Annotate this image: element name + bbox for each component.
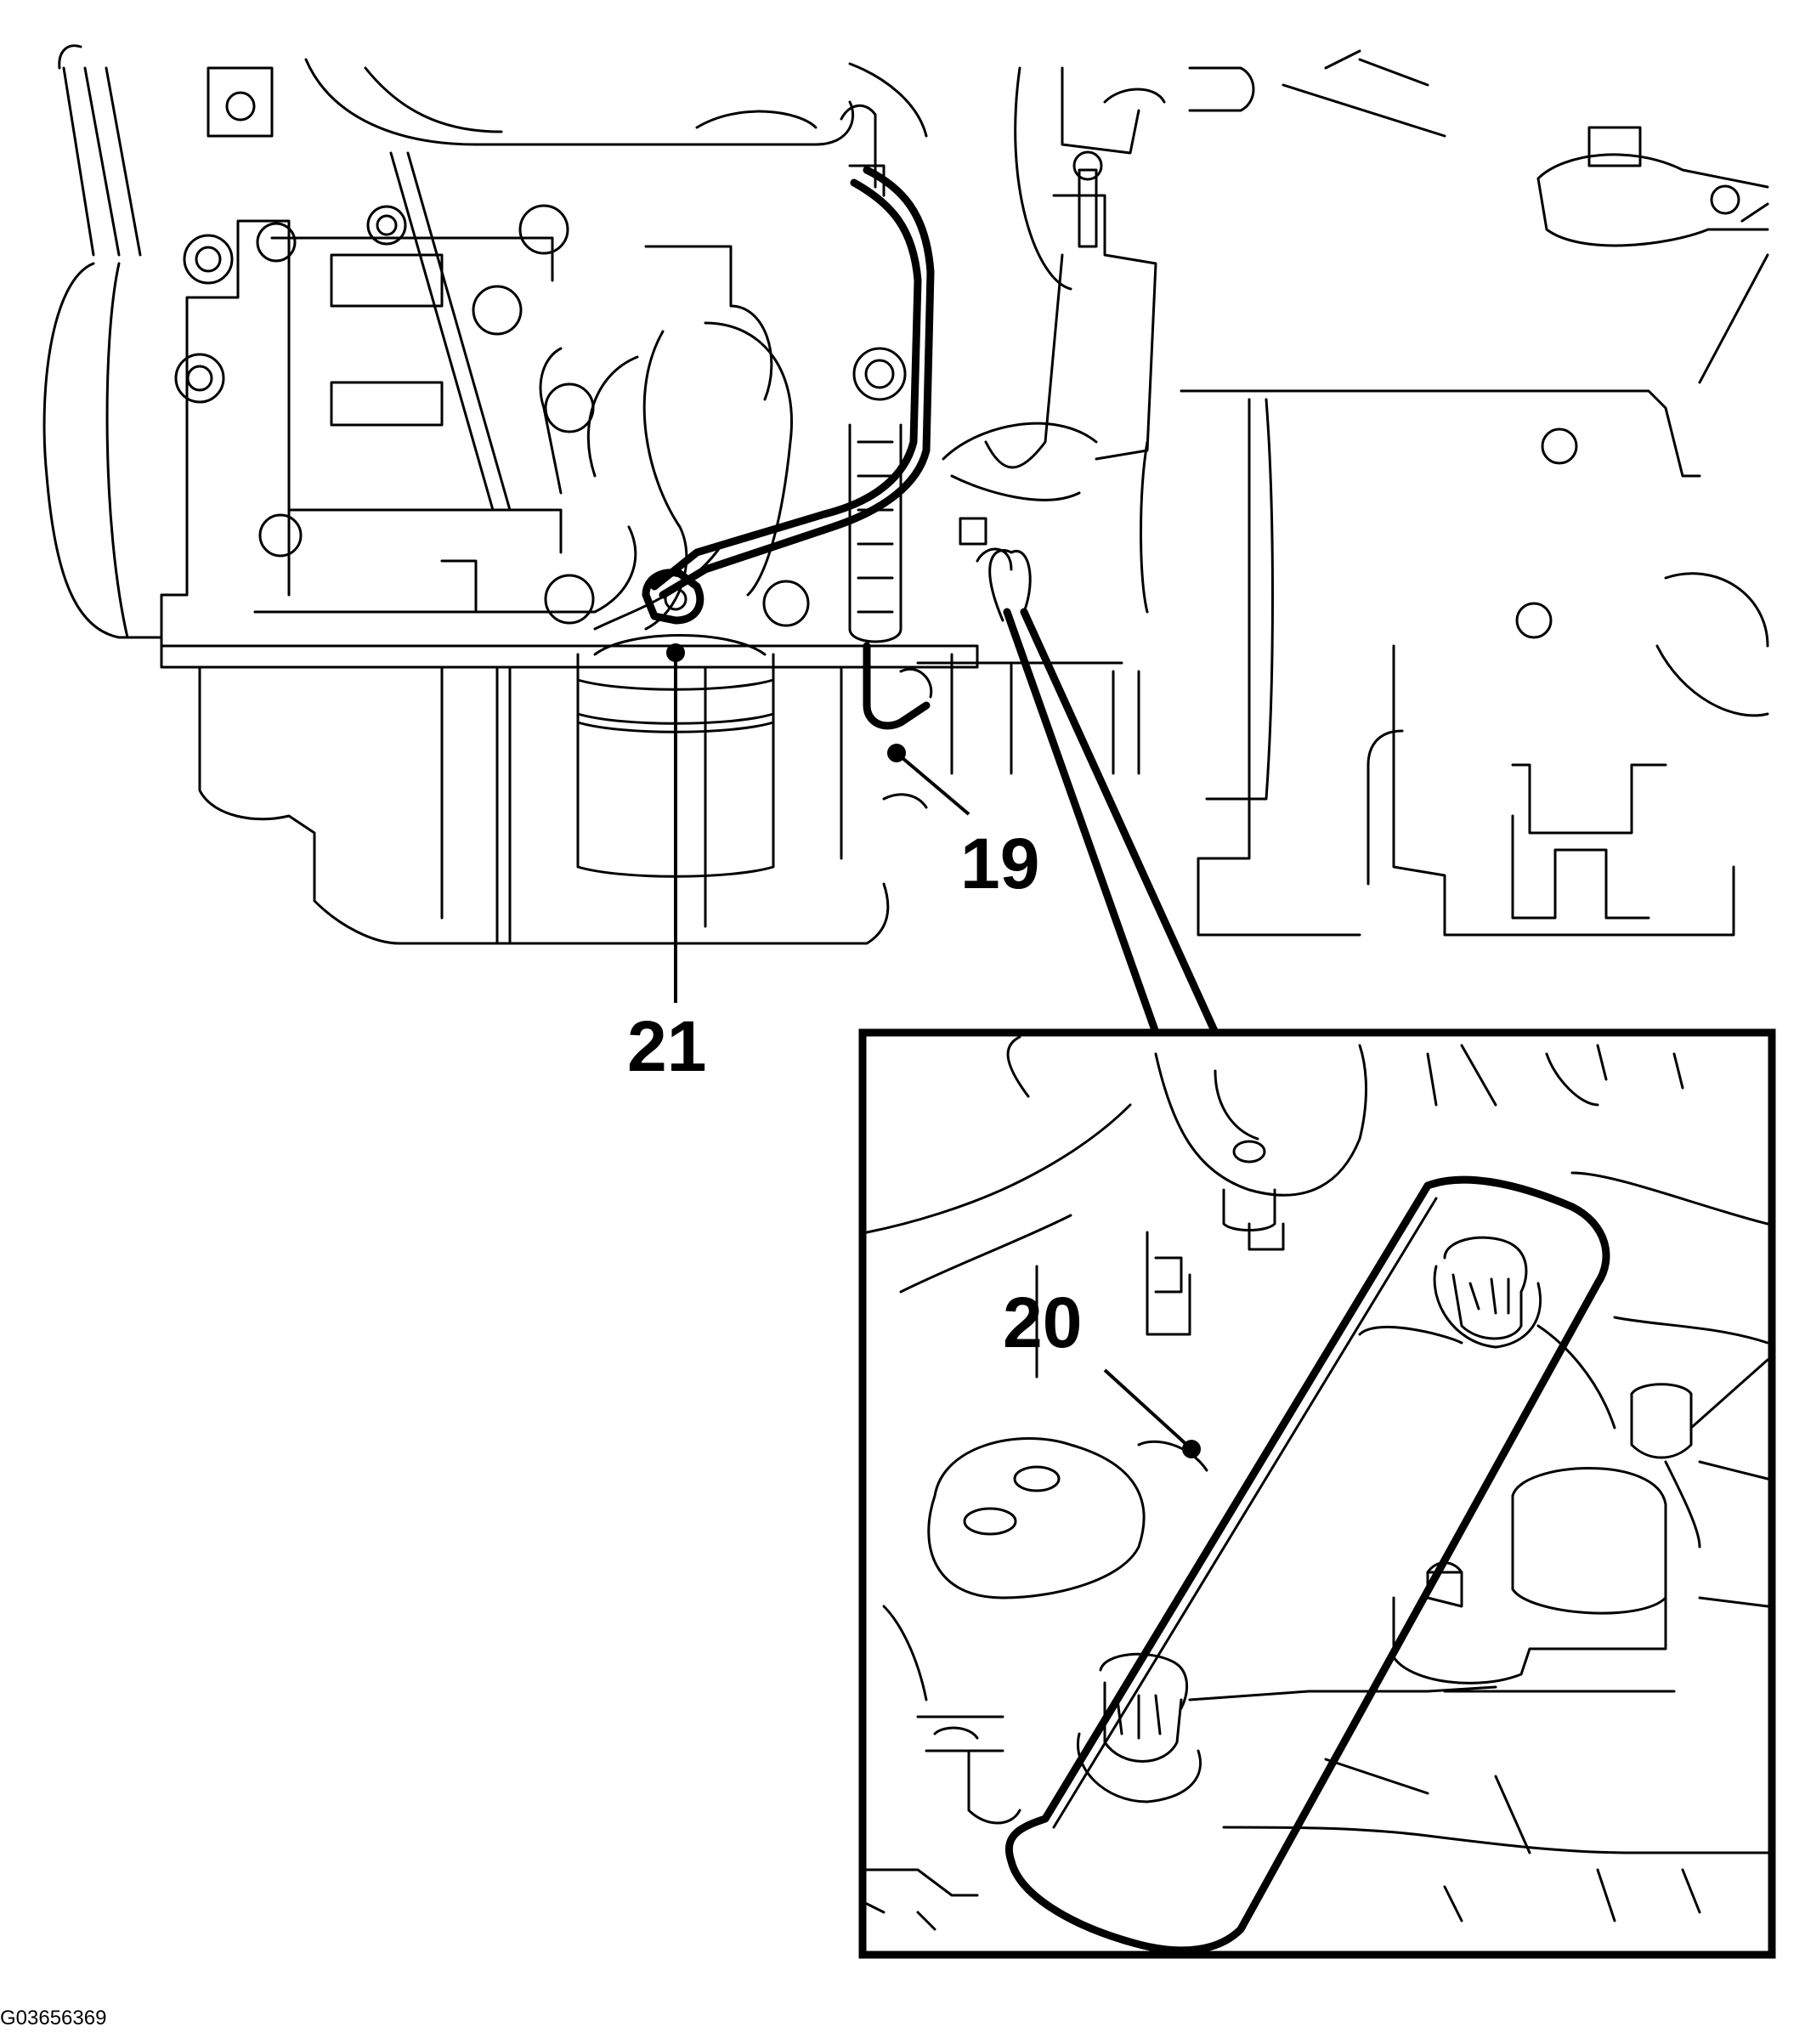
leader-21-dot — [666, 643, 685, 662]
leader-19-dot — [887, 744, 906, 762]
leader-20 — [1103, 1368, 1193, 1451]
engine-block-drawing — [42, 44, 1769, 945]
callout-labels: 19 20 21 — [627, 824, 1082, 1362]
callout-21: 21 — [627, 1006, 706, 1086]
callout-20: 20 — [1003, 1282, 1082, 1362]
leader-19 — [895, 751, 970, 816]
figure-code: G03656369 — [0, 2007, 106, 2030]
callout-19: 19 — [960, 824, 1039, 903]
inset-bracket-drawing — [865, 1035, 1769, 1955]
detail-inset — [858, 549, 1776, 1959]
callout-leaders — [666, 643, 1201, 1458]
leader-20-dot — [1182, 1440, 1201, 1458]
